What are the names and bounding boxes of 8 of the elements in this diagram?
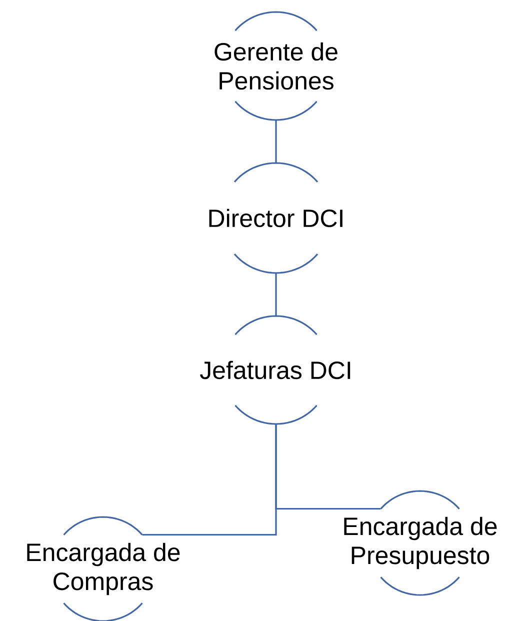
connector-line <box>275 424 381 510</box>
node-text: Gerente de Pensiones <box>214 42 338 90</box>
node-text: Jefaturas DCI <box>200 360 350 380</box>
node-text: Encargada de Compras <box>27 542 180 596</box>
connector-line <box>275 273 277 316</box>
node-text: Encargada de Presupuesto <box>344 516 497 570</box>
connector-line <box>275 120 277 163</box>
node-text: Director DCI <box>209 208 342 228</box>
